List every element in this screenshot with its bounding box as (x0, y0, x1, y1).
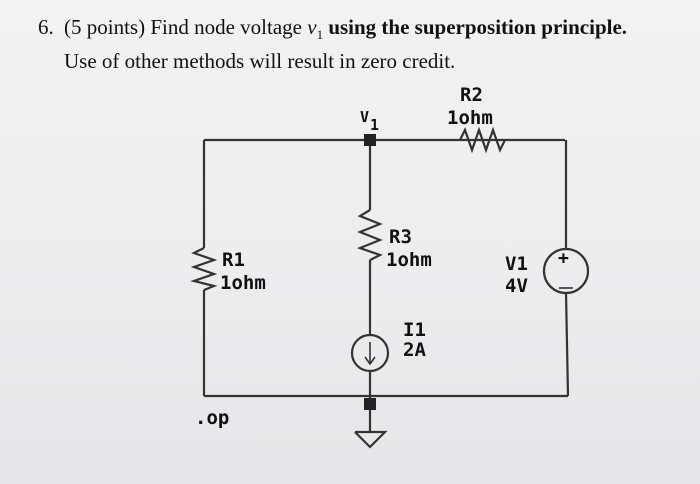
r1-resistor (190, 247, 218, 292)
node-voltage-variable: v1 (307, 15, 324, 43)
question-number: 6. (38, 15, 54, 39)
node-label-v: V (360, 108, 369, 126)
variable-subscript: 1 (316, 27, 324, 43)
op-directive-label: .op (195, 407, 229, 429)
question-line-1: 6. (5 points) Find node voltage v1 using … (38, 14, 678, 48)
v1-name-label: V1 (505, 253, 528, 275)
r2-value-label: 1ohm (447, 107, 493, 129)
r3-value-label: 1ohm (386, 249, 432, 271)
node-v1-marker (364, 134, 376, 146)
question-line1-post: using the superposition principle. (323, 15, 628, 39)
v1-plus-sign: + (558, 248, 569, 269)
question-line1-pre: (5 points) Find node voltage (64, 15, 308, 39)
r1-name-label: R1 (222, 249, 245, 271)
i1-name-label: I1 (403, 319, 426, 341)
question-line-2: Use of other methods will result in zero… (64, 49, 456, 74)
question-text: 6. (5 points) Find node voltage v1 using … (38, 14, 678, 75)
i1-value-label: 2A (403, 339, 426, 361)
r3-name-label: R3 (389, 226, 412, 248)
r2-name-label: R2 (460, 84, 483, 106)
current-source-i1 (350, 333, 390, 373)
variable-letter: v (307, 15, 317, 39)
ground-symbol (354, 430, 388, 449)
r2-resistor (459, 126, 506, 154)
v1-value-label: 4V (505, 275, 528, 297)
ground-node-marker (364, 398, 376, 410)
node-label-sub: 1 (370, 116, 379, 134)
r1-value-label: 1ohm (220, 272, 266, 294)
r3-resistor (356, 209, 383, 261)
voltage-source-v1 (542, 247, 590, 295)
